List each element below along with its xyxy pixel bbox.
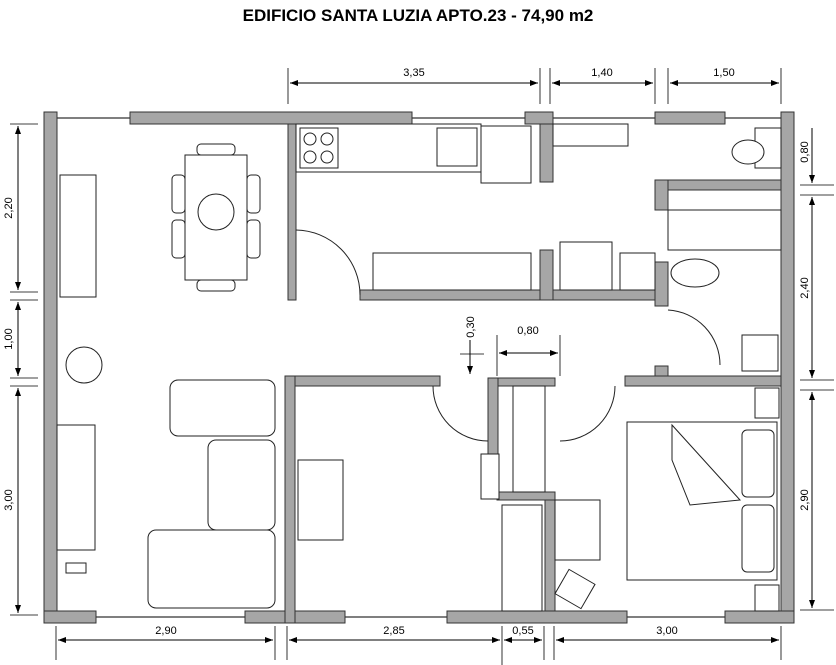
dim-interior-1: 0,30 bbox=[465, 316, 477, 337]
dim-bottom-4: 3,00 bbox=[656, 625, 677, 637]
dim-interior-2: 0,80 bbox=[517, 325, 538, 337]
dim-right-1: 0,80 bbox=[799, 141, 811, 162]
dim-left-3: 3,00 bbox=[3, 489, 15, 510]
dim-bottom-2: 2,85 bbox=[383, 625, 404, 637]
dim-top-1: 3,35 bbox=[403, 67, 424, 79]
dim-bottom-1: 2,90 bbox=[155, 625, 176, 637]
dim-right-2: 2,40 bbox=[799, 277, 811, 298]
outer-walls bbox=[43, 111, 795, 624]
doors bbox=[295, 229, 721, 442]
dim-bottom-3: 0,55 bbox=[512, 625, 533, 637]
kitchen-furniture bbox=[295, 123, 656, 291]
dim-top-2: 1,40 bbox=[591, 67, 612, 79]
bathroom-furniture bbox=[667, 127, 782, 372]
dimension-lines bbox=[10, 68, 834, 665]
plan-title: EDIFICIO SANTA LUZIA APTO.23 - 74,90 m2 bbox=[242, 6, 594, 25]
dim-left-2: 1,00 bbox=[3, 328, 15, 349]
dim-top-3: 1,50 bbox=[713, 67, 734, 79]
windows bbox=[57, 117, 781, 618]
dim-right-3: 2,90 bbox=[799, 489, 811, 510]
living-room-furniture bbox=[56, 143, 276, 609]
bedroom-furniture bbox=[297, 385, 780, 612]
dim-left-1: 2,20 bbox=[3, 197, 15, 218]
